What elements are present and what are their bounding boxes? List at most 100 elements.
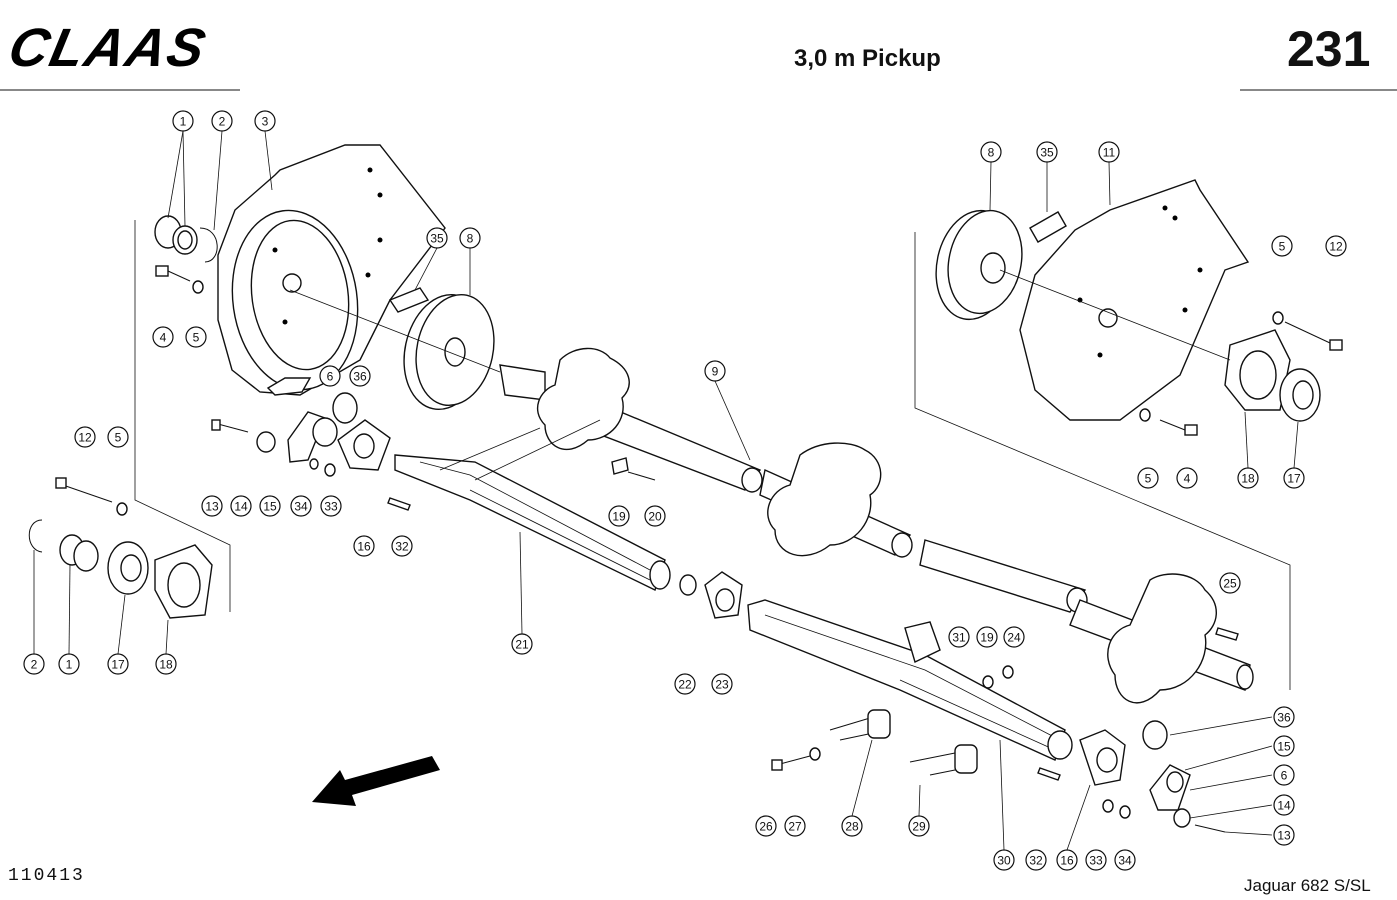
- callout-circle: [948, 626, 970, 648]
- callout-circle: [1114, 849, 1136, 871]
- callout-circle: [58, 653, 80, 675]
- callout-number: 5: [1145, 472, 1152, 486]
- callout-number: 2: [219, 115, 226, 129]
- callout-circle: [319, 365, 341, 387]
- callout-circle: [1273, 764, 1295, 786]
- callout-number: 1: [66, 658, 73, 672]
- callout-36: 36: [349, 365, 371, 387]
- callout-17: 17: [107, 653, 129, 675]
- small-parts-right-bottom: [611, 457, 1239, 833]
- callout-number: 23: [715, 678, 729, 692]
- callout-circle: [841, 815, 863, 837]
- callout-circle: [1036, 141, 1058, 163]
- callout-13: 13: [1273, 824, 1295, 846]
- callout-number: 33: [1089, 854, 1103, 868]
- callout-5: 5: [107, 426, 129, 448]
- callout-number: 15: [1277, 740, 1291, 754]
- side-plate-left: [217, 144, 446, 396]
- callout-27: 27: [784, 815, 806, 837]
- callout-33: 33: [1085, 849, 1107, 871]
- callout-3: 3: [254, 110, 276, 132]
- callout-circle: [23, 653, 45, 675]
- callout-number: 21: [515, 638, 529, 652]
- callout-28: 28: [841, 815, 863, 837]
- callout-circle: [1176, 467, 1198, 489]
- callout-26: 26: [755, 815, 777, 837]
- callout-23: 23: [711, 673, 733, 695]
- callout-circle: [426, 227, 448, 249]
- callout-number: 15: [263, 500, 277, 514]
- callout-31: 31: [948, 626, 970, 648]
- callout-17: 17: [1283, 467, 1305, 489]
- callout-18: 18: [1237, 467, 1259, 489]
- bolt-4-top-left: [155, 265, 204, 294]
- callout-number: 36: [1277, 711, 1291, 725]
- callout-6: 6: [319, 365, 341, 387]
- callout-number: 36: [353, 370, 367, 384]
- callout-19: 19: [608, 505, 630, 527]
- callout-circle: [1056, 849, 1078, 871]
- callout-number: 5: [1279, 240, 1286, 254]
- callout-circle: [1219, 572, 1241, 594]
- callout-circle: [353, 535, 375, 557]
- callout-number: 35: [1040, 146, 1054, 160]
- callout-number: 18: [1241, 472, 1255, 486]
- callout-32: 32: [391, 535, 413, 557]
- callout-circle: [320, 495, 342, 517]
- callout-5: 5: [1271, 235, 1293, 257]
- page-title: 3,0 m Pickup: [794, 45, 941, 72]
- callout-34: 34: [1114, 849, 1136, 871]
- callout-number: 34: [1118, 854, 1132, 868]
- callout-circle: [349, 365, 371, 387]
- callout-number: 16: [1060, 854, 1074, 868]
- clip-35-left: [388, 287, 430, 313]
- callout-number: 5: [115, 431, 122, 445]
- clip-35-right: [1029, 211, 1067, 243]
- callout-circle: [1085, 849, 1107, 871]
- callout-number: 6: [1281, 769, 1288, 783]
- callout-number: 28: [845, 820, 859, 834]
- callout-number: 18: [159, 658, 173, 672]
- callout-circle: [172, 110, 194, 132]
- callout-number: 32: [395, 540, 409, 554]
- flange-disc-right: [935, 209, 1023, 321]
- callout-32: 32: [1025, 849, 1047, 871]
- star-discs: [536, 347, 1217, 704]
- callout-circle: [211, 110, 233, 132]
- tine-bar-21: [394, 454, 743, 619]
- callout-15: 15: [1273, 735, 1295, 757]
- tine-bar-30: [747, 599, 1126, 786]
- callout-number: 31: [952, 631, 966, 645]
- callout-number: 1: [180, 115, 187, 129]
- callout-4: 4: [1176, 467, 1198, 489]
- drawing-number: 110413: [8, 866, 85, 886]
- callout-number: 4: [1184, 472, 1191, 486]
- flange-disc-left: [403, 293, 495, 411]
- callout-11: 11: [1098, 141, 1120, 163]
- callout-9: 9: [704, 360, 726, 382]
- clamp-31: [904, 621, 1014, 689]
- callout-number: 8: [988, 146, 995, 160]
- callout-8: 8: [980, 141, 1002, 163]
- callout-circle: [1273, 706, 1295, 728]
- callout-number: 30: [997, 854, 1011, 868]
- callout-number: 16: [357, 540, 371, 554]
- callout-19: 19: [976, 626, 998, 648]
- callout-12: 12: [74, 426, 96, 448]
- callout-circle: [152, 326, 174, 348]
- callout-circle: [1098, 141, 1120, 163]
- callout-circle: [755, 815, 777, 837]
- callout-number: 5: [193, 331, 200, 345]
- callout-number: 20: [648, 510, 662, 524]
- callout-14: 14: [230, 495, 252, 517]
- callout-36: 36: [1273, 706, 1295, 728]
- small-parts-left-middle: [211, 392, 411, 511]
- callout-circle: [391, 535, 413, 557]
- callout-circle: [674, 673, 696, 695]
- callout-number: 12: [78, 431, 92, 445]
- bolt-4-right: [1139, 408, 1198, 436]
- model-label: Jaguar 682 S/SL: [1244, 876, 1371, 895]
- callout-number: 2: [31, 658, 38, 672]
